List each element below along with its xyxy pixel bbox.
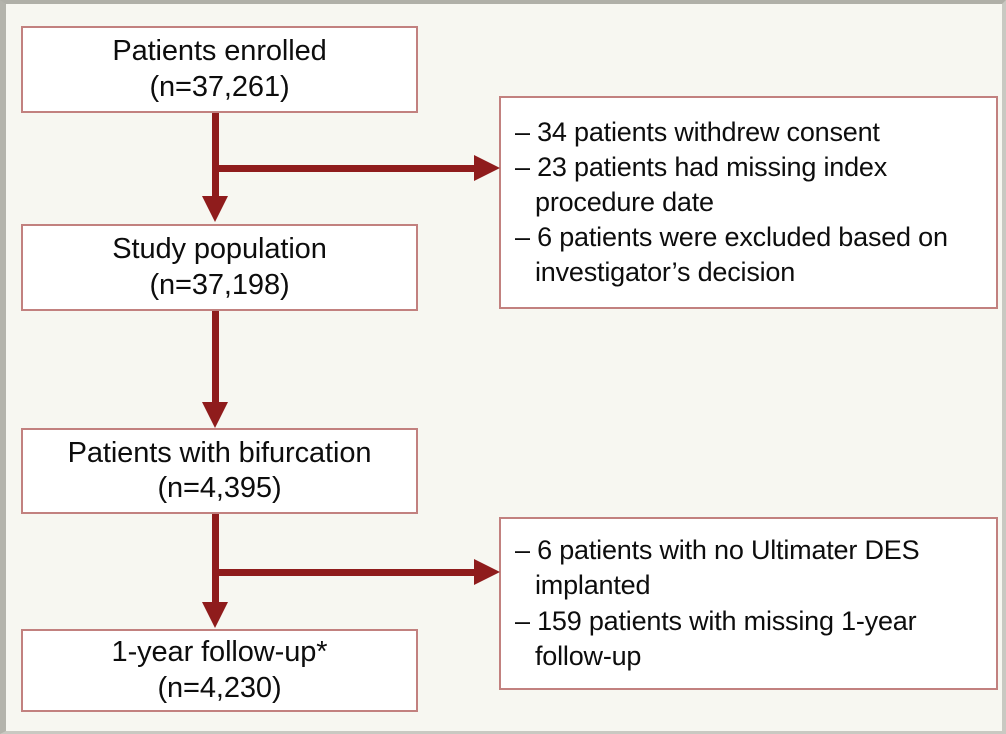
arrowhead-down-follow-up: [202, 602, 228, 628]
connector-vertical-enrolled-to-study: [212, 113, 219, 198]
flow-node-study-population-line1: Study population: [112, 233, 327, 266]
exclusion-item: – 159 patients with missing 1-year follo…: [515, 605, 917, 671]
exclusion-item: – 23 patients had missing index procedur…: [515, 151, 888, 217]
connector-vertical-study-to-bifurcation: [212, 311, 219, 404]
flow-node-bifurcation: Patients with bifurcation (n=4,395): [21, 428, 418, 514]
flow-node-bifurcation-line1: Patients with bifurcation: [67, 436, 372, 469]
connector-vertical-bifurcation-to-followup: [212, 514, 219, 604]
exclusion-box-enrollment: – 34 patients withdrew consent – 23 pati…: [499, 96, 998, 309]
arrowhead-down-study-population: [202, 196, 228, 222]
flow-node-study-population: Study population (n=37,198): [21, 224, 418, 311]
connector-horizontal-exclusion-enrollment: [212, 165, 477, 172]
connector-horizontal-exclusion-followup: [212, 569, 477, 576]
flow-node-enrolled-line1: Patients enrolled: [112, 35, 327, 68]
flow-node-bifurcation-line2: (n=4,395): [157, 472, 282, 504]
flow-node-follow-up-line2: (n=4,230): [157, 671, 282, 704]
exclusion-item: – 6 patients with no Ultimater DES impla…: [515, 535, 920, 601]
flow-node-enrolled: Patients enrolled (n=37,261): [21, 26, 418, 113]
flow-node-follow-up: 1-year follow-up* (n=4,230): [21, 629, 418, 712]
flow-node-enrolled-line2: (n=37,261): [149, 70, 290, 103]
exclusion-item: – 34 patients withdrew consent: [515, 116, 880, 147]
arrowhead-right-exclusion-enrollment: [474, 155, 500, 181]
exclusion-box-followup: – 6 patients with no Ultimater DES impla…: [499, 517, 998, 690]
flow-node-follow-up-line1: 1-year follow-up*: [111, 636, 328, 669]
exclusion-item: – 6 patients were excluded based on inve…: [515, 222, 948, 288]
arrowhead-down-bifurcation: [202, 402, 228, 428]
flow-node-study-population-line2: (n=37,198): [149, 268, 290, 301]
arrowhead-right-exclusion-followup: [474, 559, 500, 585]
